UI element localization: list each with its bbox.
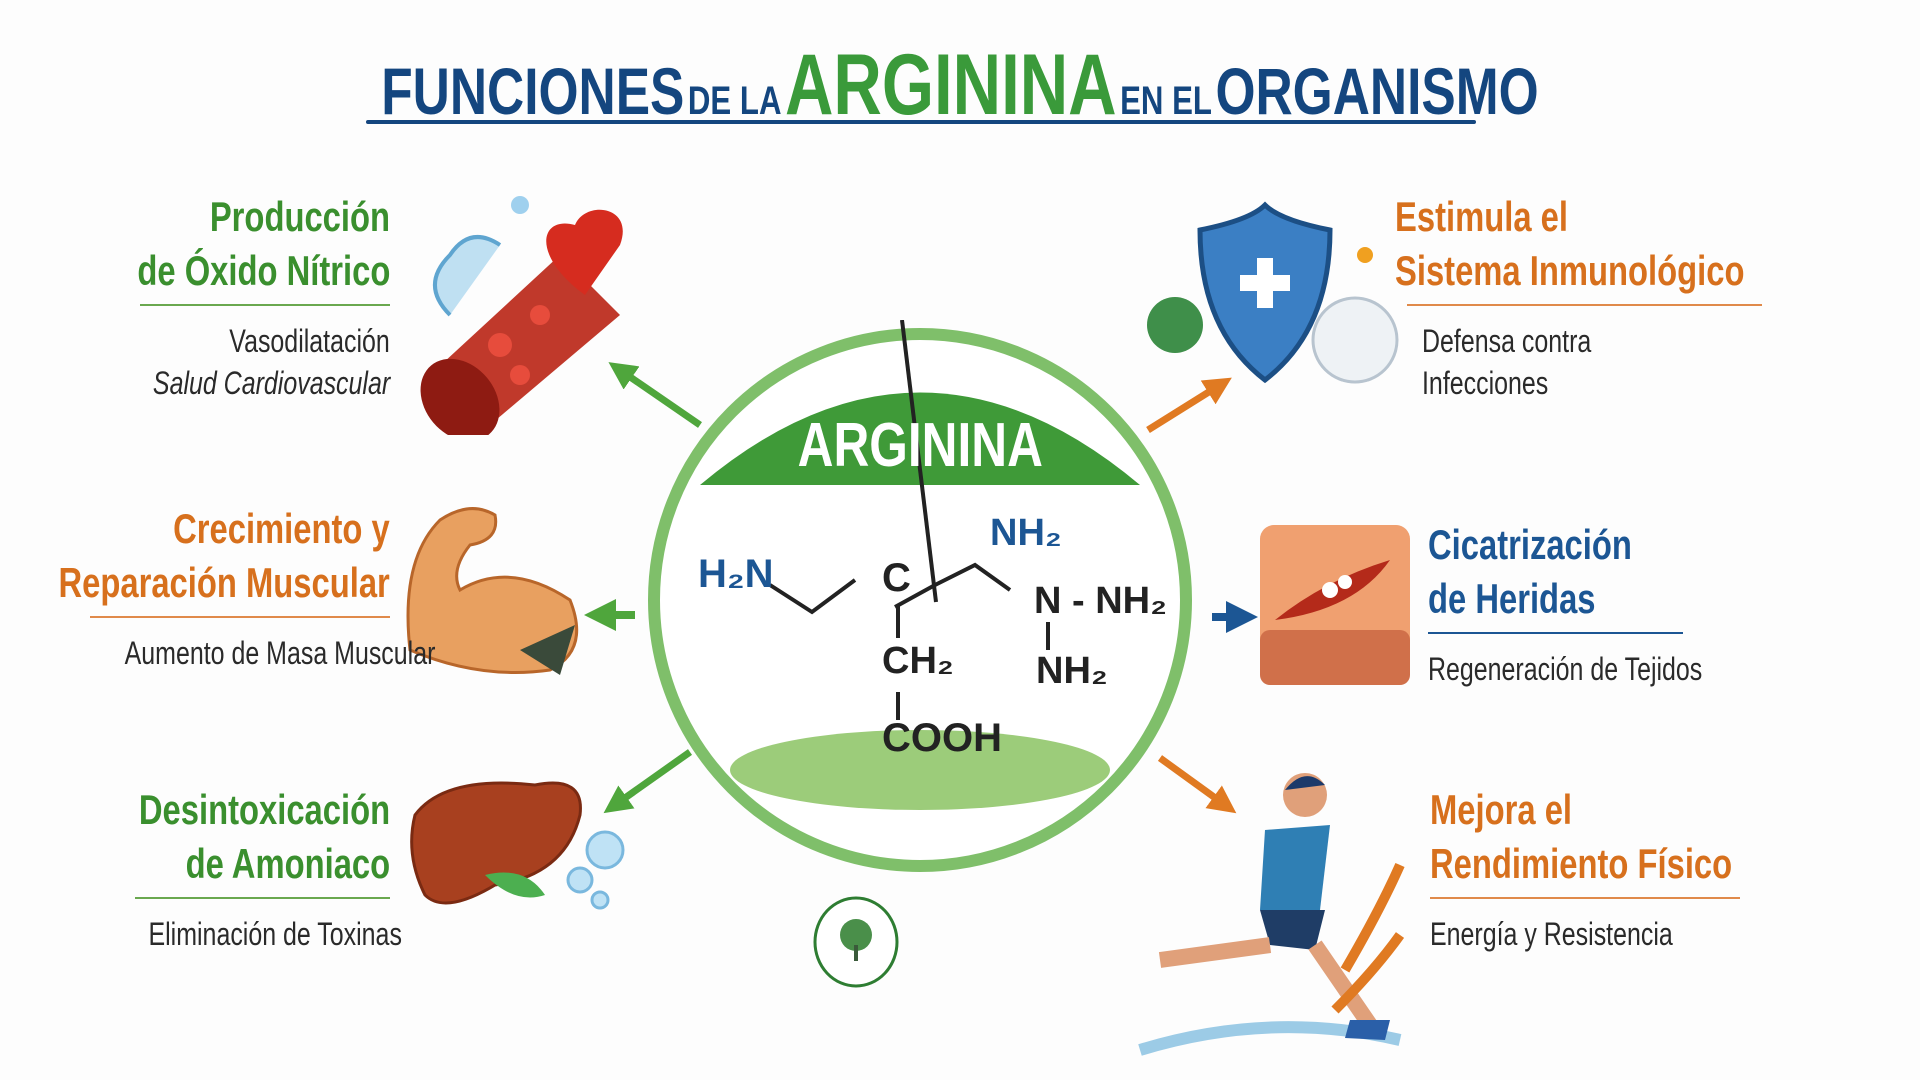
function-title: Cicatrización [1428,521,1632,568]
function-muscle: Crecimiento y Reparación Muscular Aument… [0,502,435,674]
title-underline [366,120,1476,124]
function-immune: Estimula el Sistema Inmunológico Defensa… [1395,190,1835,404]
formula-c: C [882,556,911,600]
function-healing: Cicatrización de Heridas Regeneración de… [1428,518,1868,690]
function-title: de Óxido Nítrico [136,247,390,294]
ground-band [730,730,1110,810]
function-performance: Mejora el Rendimiento Físico Energía y R… [1430,783,1870,955]
arrow-performance [1157,755,1237,814]
shield-icon [1147,201,1399,384]
divider [90,616,390,618]
header-band [700,392,1140,485]
function-subtitle: Salud Cardiovascular [152,365,390,401]
function-title: Desintoxicación [138,786,390,833]
title-part: EN EL [1120,79,1213,123]
function-nitric-oxide: Producción de Óxido Nítrico Vasodilataci… [0,190,390,404]
title-part: DE LA [687,79,782,123]
flexed-arm-icon [406,507,579,675]
function-subtitle: Eliminación de Toxinas [148,916,402,952]
formula-h2n: H₂N [698,552,774,596]
formula-ch2: CH₂ [882,640,954,682]
function-subtitle: Infecciones [1422,365,1549,401]
formula-n-nh2: N - NH₂ [1034,580,1167,622]
function-title: de Amoniaco [185,840,390,887]
function-subtitle: Regeneración de Tejidos [1428,651,1703,687]
divider [1430,897,1740,899]
title-part: FUNCIONES [381,54,685,128]
divider [1428,632,1683,634]
divider [140,304,390,306]
arrow-immune [1146,377,1232,433]
molecule-bonds [768,320,1050,720]
wound-skin-icon [1260,525,1410,685]
function-title: Crecimiento y [173,505,390,552]
function-subtitle: Aumento de Masa Muscular [124,635,435,671]
liver-icon [410,781,625,910]
arrow-detox [603,749,693,814]
blood-vessel-heart-icon [420,196,623,435]
function-detox: Desintoxicación de Amoniaco Eliminación … [0,783,402,955]
divider [1407,304,1762,306]
runner-icon [1138,773,1405,1056]
title-part: ORGANISMO [1215,54,1539,128]
center-label: ARGININA [797,411,1043,480]
divider [135,897,390,899]
function-subtitle: Vasodilatación [229,323,390,359]
function-title: Rendimiento Físico [1430,840,1733,887]
arginina-circle [648,320,1192,872]
main-title: FUNCIONES DE LA ARGININA EN EL ORGANISMO [0,36,1920,135]
white-cell-icon [1311,296,1399,384]
la-senda-natural-logo [813,896,899,988]
function-subtitle: Energía y Resistencia [1430,916,1673,952]
function-title: Reparación Muscular [58,559,390,606]
formula-nh2-bottom: NH₂ [1036,650,1108,692]
arrow-nitric-oxide [608,362,702,428]
function-title: Estimula el [1395,193,1568,240]
title-part: ARGININA [785,37,1117,133]
function-title: Sistema Inmunológico [1395,247,1745,294]
formula-cooh: COOH [882,716,1002,760]
function-subtitle: Defensa contra [1422,323,1592,359]
virus-icon [1147,297,1203,353]
formula-nh2-top: NH₂ [990,512,1062,554]
function-title: Producción [209,193,390,240]
function-title: de Heridas [1428,575,1596,622]
function-title: Mejora el [1430,786,1573,833]
